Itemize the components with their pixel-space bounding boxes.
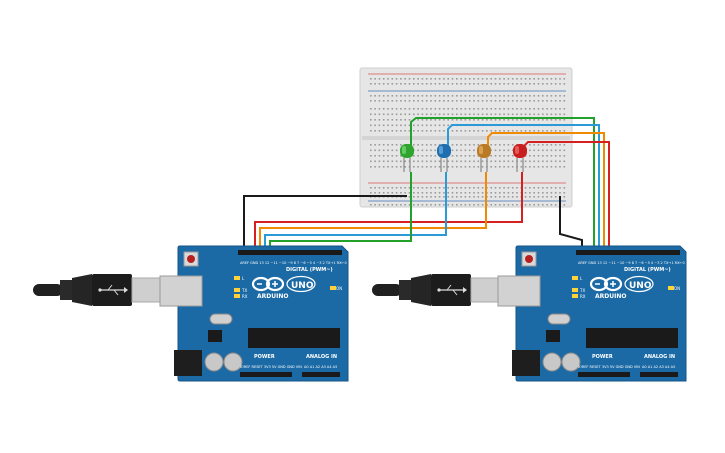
tx-label: TX (579, 288, 585, 293)
power-header (578, 372, 630, 377)
leds (400, 144, 527, 172)
power-header (240, 372, 292, 377)
digital-label: DIGITAL (PWM~) (286, 267, 333, 273)
usb-symbol-icon (98, 284, 128, 296)
svg-text:IOREF RESET 3V3 5V GND GND VIN: IOREF RESET 3V3 5V GND GND VIN (578, 365, 640, 369)
capacitor (223, 352, 243, 372)
on-label: ON (674, 286, 680, 291)
l-label: L (580, 276, 583, 281)
model-label: UNO (291, 281, 314, 291)
wire-green-right[interactable] (410, 117, 595, 252)
led-blue[interactable] (437, 144, 451, 172)
breadboard-channel (362, 136, 570, 140)
digital-label: DIGITAL (PWM~) (624, 267, 671, 273)
capacitor (204, 352, 224, 372)
usb-port (497, 275, 541, 307)
wire-orange-right[interactable] (487, 132, 605, 252)
power-label: POWER (592, 354, 613, 360)
microcontroller-chip (586, 328, 678, 348)
led-red[interactable] (513, 144, 527, 172)
brand-label: ARDUINO (257, 293, 288, 300)
power-jack (174, 350, 202, 376)
arduino-logo-icon (589, 276, 623, 292)
wire-black-left[interactable] (243, 195, 407, 250)
brand-label: ARDUINO (595, 293, 626, 300)
reset-button[interactable] (187, 255, 195, 263)
usb-symbol-icon (437, 284, 467, 296)
svg-text:A0 A1 A2 A3 A4 A5: A0 A1 A2 A3 A4 A5 (304, 365, 337, 369)
l-label: L (242, 276, 245, 281)
microcontroller-chip (248, 328, 340, 348)
usb-port (159, 275, 203, 307)
led-green[interactable] (400, 144, 414, 172)
svg-text:A0 A1 A2 A3 A4 A5: A0 A1 A2 A3 A4 A5 (642, 365, 675, 369)
tx-label: TX (241, 288, 247, 293)
analog-header (302, 372, 340, 377)
rx-label: RX (242, 294, 248, 299)
arduino-right[interactable]: AREF GND 13 12 ~11 ~10 ~9 8 7 ~6 ~5 4 ~3… (372, 245, 687, 382)
model-label: UNO (629, 281, 652, 291)
crystal (209, 313, 233, 325)
led-orange[interactable] (477, 144, 491, 172)
usb-cable-left (33, 274, 163, 306)
svg-text:AREF GND 13 12 ~11 ~10 ~9 8 7: AREF GND 13 12 ~11 ~10 ~9 8 7 ~6 ~5 4 ~3… (578, 261, 685, 265)
analog-label: ANALOG IN (306, 354, 337, 360)
svg-text:IOREF RESET 3V3 5V GND GND VIN: IOREF RESET 3V3 5V GND GND VIN (240, 365, 302, 369)
capacitor (542, 352, 562, 372)
arduino-logo-icon (251, 276, 285, 292)
power-jack (512, 350, 540, 376)
power-label: POWER (254, 354, 275, 360)
wire-orange-left[interactable] (259, 172, 487, 250)
voltage-regulator (546, 330, 560, 342)
wire-red-left[interactable] (254, 172, 523, 250)
capacitor (561, 352, 581, 372)
voltage-regulator (208, 330, 222, 342)
analog-header (640, 372, 678, 377)
crystal (547, 313, 571, 325)
reset-button[interactable] (525, 255, 533, 263)
wire-blue-right[interactable] (447, 124, 600, 252)
digital-header (238, 250, 342, 255)
analog-label: ANALOG IN (644, 354, 675, 360)
on-label: ON (336, 286, 342, 291)
wire-blue-left[interactable] (264, 172, 447, 250)
usb-cable-right (372, 274, 502, 306)
arduino-left[interactable]: AREF GND 13 12 ~11 ~10 ~9 8 7 ~6 ~5 4 ~3… (33, 245, 349, 382)
digital-header (576, 250, 680, 255)
rx-label: RX (580, 294, 586, 299)
breadboard[interactable] (359, 67, 573, 208)
svg-text:AREF GND 13 12 ~11 ~10 ~9 8 7: AREF GND 13 12 ~11 ~10 ~9 8 7 ~6 ~5 4 ~3… (240, 261, 347, 265)
